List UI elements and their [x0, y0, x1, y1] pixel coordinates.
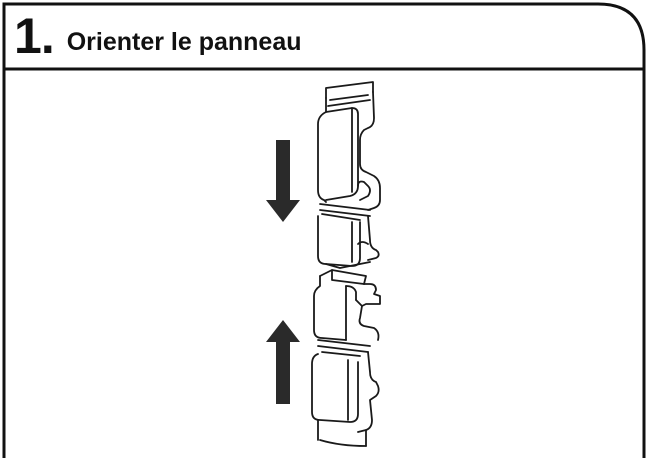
lower-panel-strip — [311, 269, 381, 447]
step-number-dot: . — [40, 8, 55, 64]
arrow-down-icon — [266, 140, 300, 222]
step-number: 1 — [14, 8, 42, 64]
upper-panel-strip — [317, 81, 381, 269]
step-title: Orienter le panneau — [66, 28, 302, 56]
arrow-up-icon — [266, 320, 300, 404]
step-header: 1 . Orienter le panneau — [14, 8, 302, 64]
